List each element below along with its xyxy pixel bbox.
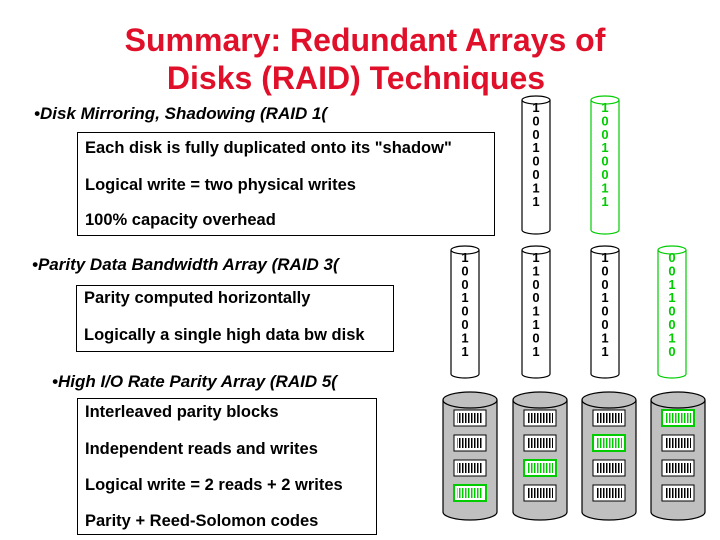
data-block [665,438,691,448]
data-block [665,488,691,498]
raid5-box: Interleaved parity blocks Independent re… [77,398,377,535]
disk-bit: 1 [601,250,608,265]
disk-bit: 0 [461,304,468,319]
data-block [527,488,553,498]
data-block [527,413,553,423]
raid5-line-3: Logical write = 2 reads + 2 writes [85,476,343,494]
parity-block [665,413,691,423]
data-block [457,438,483,448]
raid1-line-2: Logical write = two physical writes [85,176,356,194]
disk-bit: 0 [668,344,675,359]
disk-bit: 1 [601,290,608,305]
data-block [665,463,691,473]
disk-bit: 1 [668,330,675,345]
disk-bit: 1 [668,277,675,292]
disk-bit: 0 [601,167,608,182]
data-block [527,438,553,448]
raid1-line-3: 100% capacity overhead [85,211,276,229]
disk-bit: 1 [601,330,608,345]
raid1-bullet: •Disk Mirroring, Shadowing (RAID 1( [34,104,328,123]
disk-bit: 1 [532,317,539,332]
disk-bit: 0 [532,113,539,128]
disk-bit: 1 [532,263,539,278]
disk-bit: 1 [601,180,608,195]
data-block [596,463,622,473]
raid5-disk-2 [512,391,568,521]
disk-bit: 0 [601,304,608,319]
raid5-disk-1 [442,391,498,521]
disk-bit: 0 [532,330,539,345]
disk-bit: 0 [461,263,468,278]
raid5-disk-3 [581,391,637,521]
disk-bit: 0 [668,304,675,319]
disk-bit: 0 [668,263,675,278]
parity-block [457,488,483,498]
disk-bit: 0 [601,113,608,128]
disk-bit: 1 [532,180,539,195]
data-block [457,463,483,473]
disk-bit: 1 [532,344,539,359]
disk-bit: 1 [601,100,608,115]
disk-bit: 0 [461,317,468,332]
disk-bit: 1 [461,250,468,265]
disk-bit: 0 [601,263,608,278]
raid5-line-2: Independent reads and writes [85,440,318,458]
data-block [596,413,622,423]
title-line-1: Summary: Redundant Arrays of [124,22,606,58]
disk-bit: 1 [461,330,468,345]
raid5-disk-4 [650,391,706,521]
disk-bit: 0 [532,127,539,142]
raid3-line-2: Logically a single high data bw disk [84,326,365,344]
disk-bit: 0 [601,154,608,169]
raid5-bullet: •High I/O Rate Parity Array (RAID 5( [52,372,337,391]
disk-bit: 0 [532,277,539,292]
disk-bit: 1 [461,290,468,305]
disk-bit: 1 [601,140,608,155]
raid3-box: Parity computed horizontally Logically a… [76,285,394,352]
raid1-box: Each disk is fully duplicated onto its "… [77,132,495,236]
disk-bit: 0 [601,127,608,142]
disk-bit: 0 [532,154,539,169]
disk-bit: 0 [461,277,468,292]
parity-block [527,463,553,473]
parity-block [596,438,622,448]
disk-bit: 0 [532,167,539,182]
raid1-line-1: Each disk is fully duplicated onto its "… [85,139,452,157]
disk-bit: 0 [668,250,675,265]
disk-bit: 1 [601,194,608,209]
disk-bit: 0 [601,317,608,332]
disk-bit: 1 [532,194,539,209]
raid5-line-1: Interleaved parity blocks [85,403,279,421]
disk-bit: 1 [532,140,539,155]
data-block [596,488,622,498]
data-block [457,413,483,423]
disk-bit: 1 [461,344,468,359]
disk-bit: 0 [601,277,608,292]
raid3-line-1: Parity computed horizontally [84,289,311,307]
disk-bit: 1 [532,304,539,319]
raid3-bullet: •Parity Data Bandwidth Array (RAID 3( [32,255,339,274]
disk-bit: 1 [601,344,608,359]
raid5-line-4: Parity + Reed-Solomon codes [85,512,319,530]
disk-bit: 1 [532,100,539,115]
disk-bit: 1 [668,290,675,305]
disk-bit: 0 [532,290,539,305]
disk-bit: 1 [532,250,539,265]
disk-bit: 0 [668,317,675,332]
title-line-2: Disks (RAID) Techniques [166,60,546,96]
